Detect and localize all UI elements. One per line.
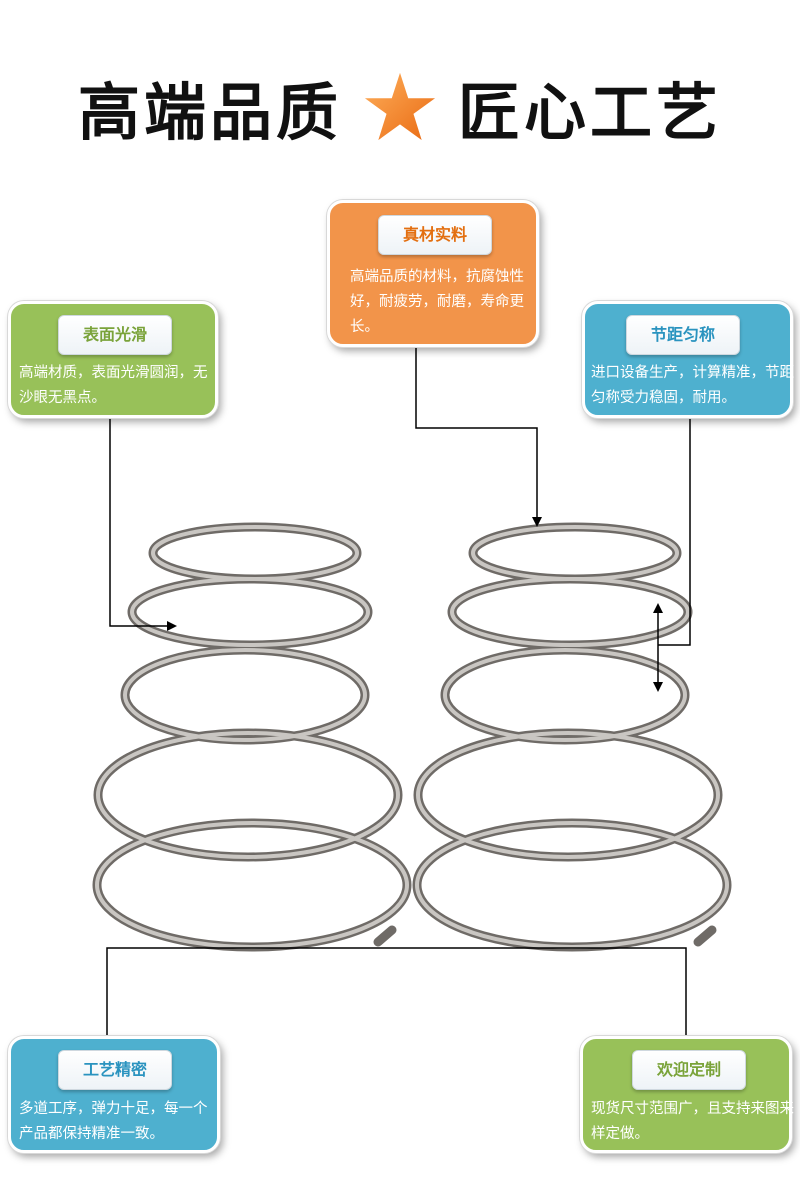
card-material-description: 高端品质的材料，抗腐蚀性好，耐疲劳，耐磨，寿命更长。 bbox=[350, 269, 524, 335]
headline-right: 匠心工艺 bbox=[458, 76, 723, 149]
card-pitch: 节距匀称 进口设备生产，计算精准，节距匀称受力稳固，耐用。 bbox=[582, 301, 794, 418]
card-material: 真材实料 高端品质的材料，抗腐蚀性好，耐疲劳，耐磨，寿命更长。 bbox=[327, 200, 539, 347]
card-material-title: 真材实料 bbox=[378, 215, 492, 255]
card-craft-title: 工艺精密 bbox=[58, 1050, 172, 1090]
card-pitch-title: 节距匀称 bbox=[626, 315, 740, 355]
card-craft-description: 多道工序，弹力十足，每一个产品都保持精准一致。 bbox=[19, 1101, 208, 1142]
surface-connector bbox=[109, 418, 177, 631]
card-pitch-description: 进口设备生产，计算精准，节距匀称受力稳固，耐用。 bbox=[591, 365, 794, 406]
card-custom-title: 欢迎定制 bbox=[632, 1050, 746, 1090]
left-spring bbox=[92, 522, 412, 952]
headline: 高端品质 匠心工艺 bbox=[0, 62, 800, 152]
material-connector bbox=[415, 347, 542, 527]
pitch-connector bbox=[658, 418, 691, 646]
card-surface-description: 高端材质，表面光滑圆润，无沙眼无黑点。 bbox=[19, 365, 208, 406]
card-surface: 表面光滑 高端材质，表面光滑圆润，无沙眼无黑点。 bbox=[8, 301, 218, 418]
star-icon bbox=[360, 67, 440, 145]
right-spring bbox=[412, 522, 732, 952]
connector-lines bbox=[106, 347, 691, 1036]
card-craft: 工艺精密 多道工序，弹力十足，每一个产品都保持精准一致。 bbox=[8, 1036, 220, 1153]
card-custom: 欢迎定制 现货尺寸范围广，且支持来图来样定做。 bbox=[580, 1036, 794, 1153]
bottom-bracket bbox=[106, 947, 687, 1036]
headline-left: 高端品质 bbox=[77, 76, 342, 149]
card-surface-title: 表面光滑 bbox=[58, 315, 172, 355]
card-custom-description: 现货尺寸范围广，且支持来图来样定做。 bbox=[591, 1101, 794, 1142]
